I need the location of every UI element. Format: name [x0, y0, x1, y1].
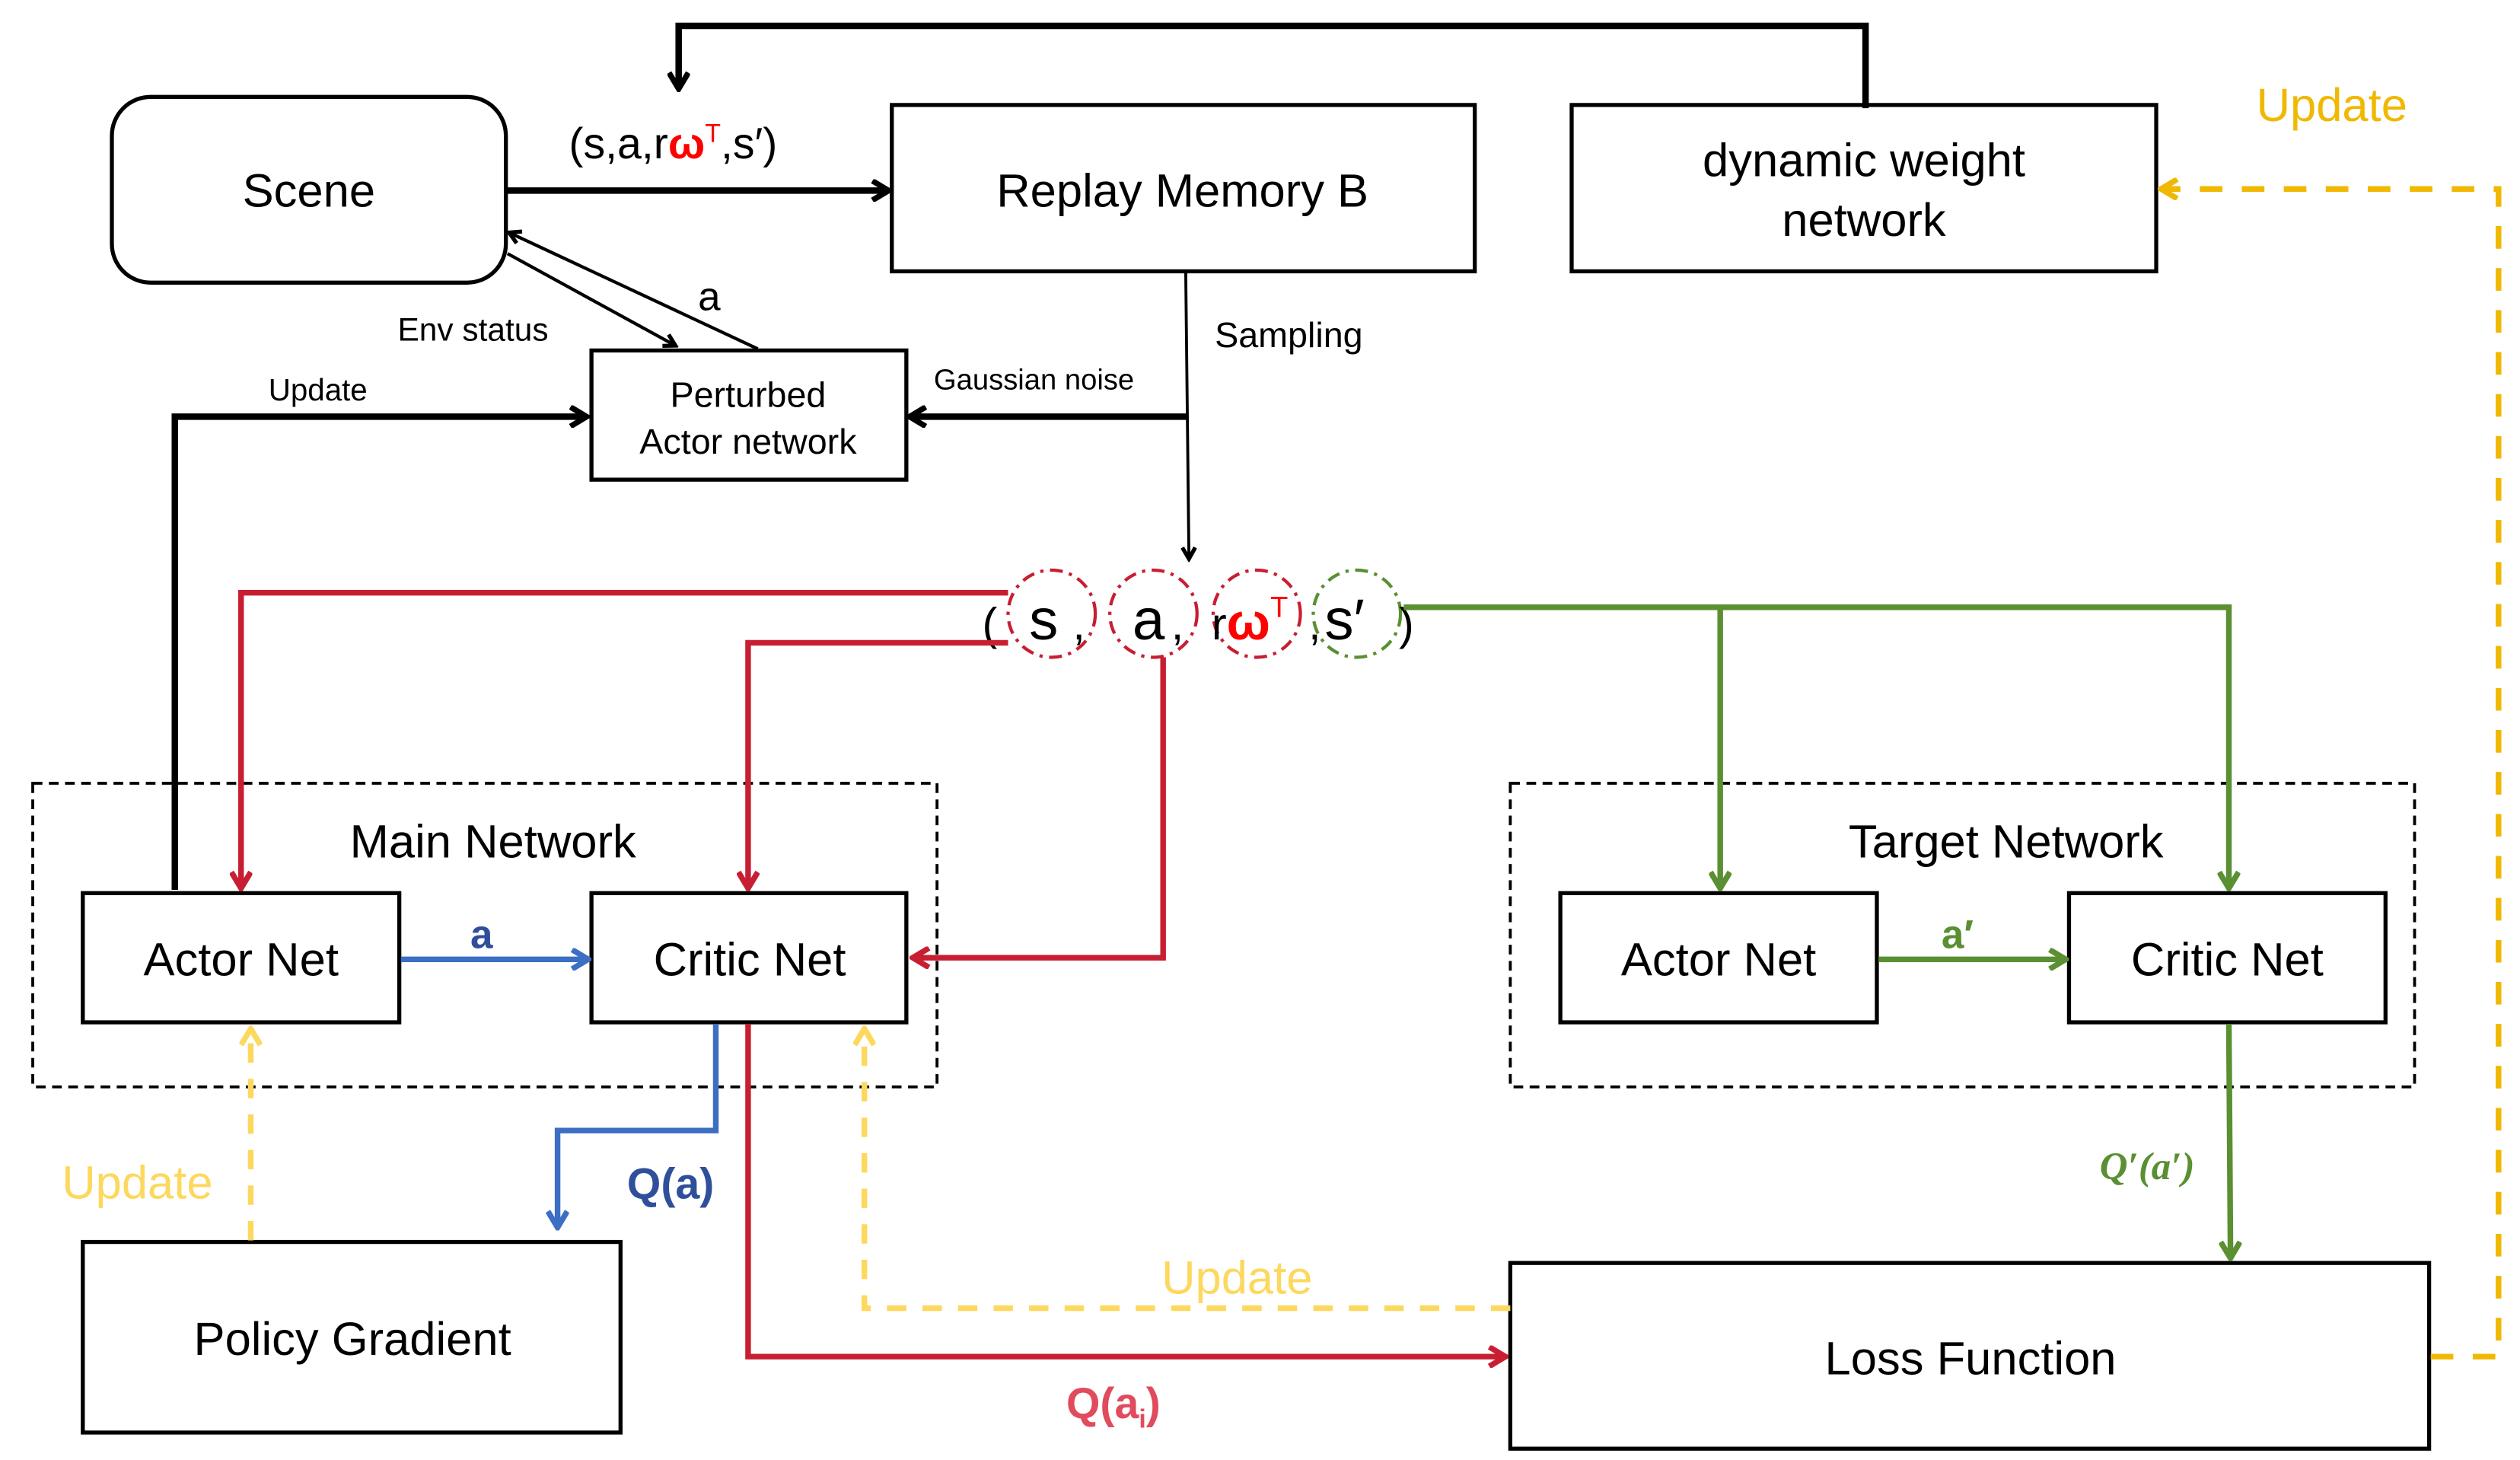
perturbed-label-1: Perturbed [670, 375, 826, 415]
s-to-main-critic-arrow [748, 639, 1008, 888]
env-status-arrow [506, 252, 676, 346]
policy-gradient-node[interactable] [81, 1239, 623, 1435]
dynamic-weight-label-1: dynamic weight [1703, 134, 2025, 186]
main-network-title: Main Network [350, 816, 636, 869]
transition-label: (s,a,rωT,s′) [569, 120, 777, 168]
s-to-main-actor-arrow [241, 589, 1008, 888]
main-critic-label: Critic Net [654, 933, 846, 986]
scene-label: Scene [243, 165, 375, 218]
main-network-container [31, 782, 939, 1089]
sample-s-circle [1006, 568, 1098, 659]
update-dynamic-label: Update [2257, 79, 2407, 132]
dynamic-to-scene-arrow [679, 22, 1869, 109]
action-a-label: a [698, 274, 721, 319]
update-perturbed-label: Update [269, 373, 368, 407]
target-actor-label: Actor Net [1621, 933, 1816, 986]
main-action-label: a [470, 912, 493, 957]
action-to-scene-arrow [509, 233, 759, 351]
q-prime-label: Q′(a′) [2100, 1146, 2195, 1188]
target-network-container [1508, 782, 2416, 1089]
loss-update-critic-arrow [865, 1029, 1511, 1312]
target-critic-to-loss-arrow [2229, 1024, 2231, 1258]
critic-to-loss-arrow [745, 1024, 1505, 1356]
perturbed-actor-node[interactable] [589, 348, 909, 482]
update-critic-label: Update [1161, 1251, 1312, 1304]
actor-update-perturbed-arrow [171, 416, 587, 891]
replay-memory-label: Replay Memory B [996, 165, 1368, 218]
update-actor-label: Update [62, 1156, 212, 1209]
target-network-title: Target Network [1849, 816, 2164, 869]
env-status-label: Env status [398, 312, 549, 348]
sample-sprime-circle [1311, 568, 1403, 659]
target-critic-label: Critic Net [2131, 933, 2324, 986]
sample-a-circle [1108, 568, 1199, 659]
main-actor-node[interactable] [81, 891, 402, 1025]
q-a-label: Q(a) [627, 1159, 715, 1208]
replay-memory-node[interactable] [890, 103, 1477, 274]
sample-tuple-label: (s,a,rωT,s′) [983, 588, 1414, 652]
perturbed-label-2: Actor network [639, 422, 857, 461]
q-ai-label: Q(ai) [1066, 1379, 1161, 1434]
a-to-main-critic-arrow [913, 657, 1166, 958]
dynamic-weight-node[interactable] [1569, 103, 2158, 274]
sprime-to-target-arrow [1403, 604, 2228, 888]
loss-function-node[interactable] [1508, 1261, 2432, 1451]
gaussian-noise-label: Gaussian noise [934, 363, 1134, 396]
main-actor-label: Actor Net [144, 933, 339, 986]
policy-gradient-label: Policy Gradient [194, 1313, 511, 1366]
target-actor-node[interactable] [1558, 891, 1879, 1025]
dynamic-weight-label-2: network [1782, 194, 1946, 247]
sample-r-circle [1211, 568, 1302, 659]
sampling-label: Sampling [1215, 315, 1363, 355]
target-critic-node[interactable] [2066, 891, 2388, 1025]
main-critic-node[interactable] [589, 891, 909, 1025]
critic-to-policy-gradient-arrow [558, 1024, 719, 1227]
loss-function-label: Loss Function [1825, 1333, 2117, 1385]
target-action-label: a′ [1942, 912, 1974, 957]
loss-update-dynamic-arrow [2161, 189, 2502, 1360]
